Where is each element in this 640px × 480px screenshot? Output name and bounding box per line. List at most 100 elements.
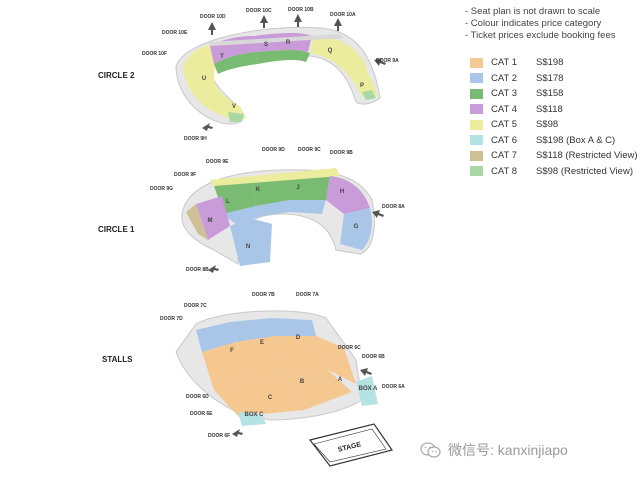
arrow-icon [208,22,216,35]
section-label-M: M [208,218,213,224]
door-9D: DOOR 9D [262,147,285,153]
seat-plan-notes: - Seat plan is not drawn to scale - Colo… [465,6,616,42]
legend-price: S$98 (Restricted View) [536,165,633,177]
legend-category: CAT 7 [491,150,518,162]
section-label-Q: Q [328,48,333,54]
door-7B: DOOR 7B [252,292,275,298]
section-E-rear[interactable] [230,318,276,342]
section-U[interactable] [183,45,240,121]
stage-outline [308,423,393,467]
legend-item: CAT 8 S$98 (Restricted View) [470,164,638,180]
circle-1-plan: L K J H G M N [181,168,375,266]
door-7A: DOOR 7A [296,292,319,298]
section-label-F: F [230,348,234,354]
note-line: - Ticket prices exclude booking fees [465,30,616,41]
door-6D: DOOR 6D [186,394,209,400]
section-label-T: T [220,54,224,60]
arrow-icon [202,123,213,131]
section-P-restricted[interactable] [362,90,376,100]
arrow-icon [334,18,342,31]
section-A[interactable] [316,336,356,384]
door-10C: DOOR 10C [246,8,272,14]
section-L-front[interactable] [222,206,262,224]
legend-category: CAT 3 [491,88,518,100]
stage-inner-outline [313,428,387,463]
legend-swatch [470,57,483,68]
arrow-icon [208,265,219,273]
stalls-plan: F E D C B A BOX A BOX C [175,310,378,426]
section-label-E: E [260,340,264,346]
section-N[interactable] [230,218,272,266]
door-6E: DOOR 6E [190,411,213,417]
legend-item: CAT 2 S$178 [470,71,638,87]
legend-item: CAT 6 S$198 (Box A & C) [470,133,638,149]
legend-price: S$118 [536,103,563,115]
door-8A: DOOR 8A [382,204,405,210]
legend-item: CAT 7 S$118 (Restricted View) [470,148,638,164]
arrow-icon [294,14,302,27]
section-J[interactable] [290,176,330,200]
section-A-inner[interactable] [282,370,352,410]
section-M-restricted[interactable] [186,204,208,240]
legend-price: S$198 (Box A & C) [536,134,616,146]
section-E[interactable] [236,336,282,380]
section-J-front[interactable] [290,200,326,214]
price-legend: CAT 1 S$198 CAT 2 S$178 CAT 3 S$158 CAT … [470,55,638,179]
door-6B: DOOR 6B [362,354,385,360]
section-B[interactable] [246,374,304,414]
legend-swatch [470,88,483,99]
door-10E: DOOR 10E [162,30,188,36]
section-label-K: K [256,187,261,193]
circle-2-plan: T S R Q U V P [175,26,381,125]
door-7C: DOOR 7C [184,303,207,309]
circle-1-rear-rows[interactable] [210,168,340,186]
section-D-rear[interactable] [272,318,316,336]
section-S-cat3[interactable] [256,50,292,64]
legend-swatch [470,104,483,115]
section-label-P: P [360,83,364,89]
door-9F: DOOR 9F [174,172,196,178]
legend-swatch [470,119,483,130]
arrow-icon [260,15,268,28]
section-F[interactable] [202,342,246,390]
section-label-A: A [338,377,343,383]
section-F-rear[interactable] [196,322,236,352]
door-10B: DOOR 10B [288,7,314,13]
level-label-circle1: CIRCLE 1 [98,225,135,234]
section-D[interactable] [276,336,328,374]
arrow-icon [372,210,384,218]
section-K-front[interactable] [256,200,290,216]
section-M[interactable] [196,196,230,240]
door-8B: DOOR 8B [186,267,209,273]
section-label-R: R [286,40,291,46]
legend-category: CAT 2 [491,72,518,84]
note-line: - Seat plan is not drawn to scale [465,6,601,17]
door-9G: DOOR 9G [150,186,173,192]
arrow-icon [232,429,243,437]
note-line: - Colour indicates price category [465,18,602,29]
section-H[interactable] [326,176,370,214]
door-labels: DOOR 10D DOOR 10C DOOR 10B DOOR 10A DOOR… [142,7,405,439]
section-label-N: N [246,244,250,250]
section-C[interactable] [214,380,262,418]
legend-item: CAT 1 S$198 [470,55,638,71]
legend-category: CAT 6 [491,134,518,146]
section-label-L: L [226,199,230,205]
box-label-A: BOX A [359,386,378,392]
section-R-cat3[interactable] [292,50,310,62]
section-K[interactable] [252,176,290,206]
box-C[interactable] [238,412,266,426]
arrow-icon [374,58,386,66]
section-label-S: S [264,42,268,48]
door-10F: DOOR 10F [142,51,167,57]
legend-swatch [470,135,483,146]
door-10A: DOOR 10A [330,12,356,18]
section-G[interactable] [340,208,372,250]
legend-price: S$198 [536,57,564,69]
box-A[interactable] [356,376,378,406]
legend-price: S$98 [536,119,559,131]
arrow-icon [360,368,372,376]
section-V-restricted[interactable] [228,112,244,122]
section-T-cat3[interactable] [214,52,258,74]
